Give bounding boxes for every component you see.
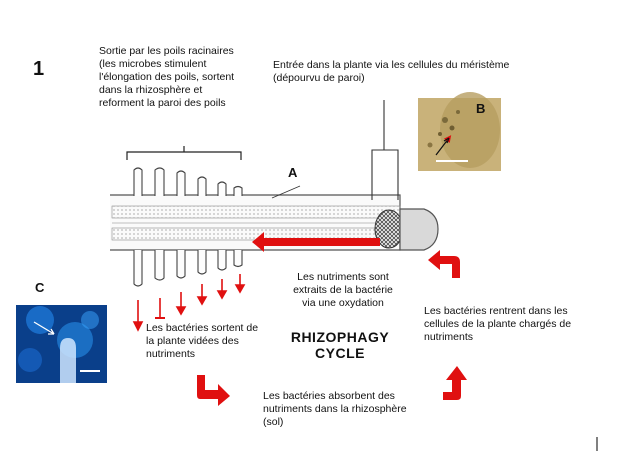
meristem-entry-annotation: Entrée dans la plante via les cellules d…: [273, 59, 510, 84]
root-hair-bracket: [126, 146, 242, 160]
root-tip: [374, 208, 439, 251]
label-b: B: [476, 101, 486, 116]
figure-number: 1: [33, 58, 45, 80]
nutrients-extracted-annotation: Les nutriments sont extraits de la bacté…: [293, 271, 393, 309]
label-a: A: [288, 165, 298, 180]
cycle-title: RHIZOPHAGY CYCLE: [290, 329, 390, 361]
cycle-arrows: [197, 250, 467, 406]
root-hair-exit-annotation: Sortie par les poils racinaires (les mic…: [99, 45, 235, 109]
inset-b-micrograph: [418, 92, 501, 171]
lower-root-hairs: [133, 250, 243, 287]
root-body: [110, 194, 401, 251]
exit-arrows: [132, 274, 246, 332]
label-a-pointer: [271, 185, 301, 199]
upper-root-hairs: [133, 167, 243, 196]
bacteria-exit-annotation: Les bactéries sortent de la plante vidée…: [146, 322, 259, 360]
internal-nutrient-arrow: [252, 232, 380, 252]
meristem-pointer: [371, 100, 399, 200]
bacteria-reenter-annotation: Les bactéries rentrent dans les cellules…: [424, 305, 572, 343]
label-c: C: [35, 280, 45, 295]
inset-c-fluorescence: [16, 305, 107, 383]
bacteria-absorb-annotation: Les bactéries absorbent des nutriments d…: [263, 390, 407, 428]
